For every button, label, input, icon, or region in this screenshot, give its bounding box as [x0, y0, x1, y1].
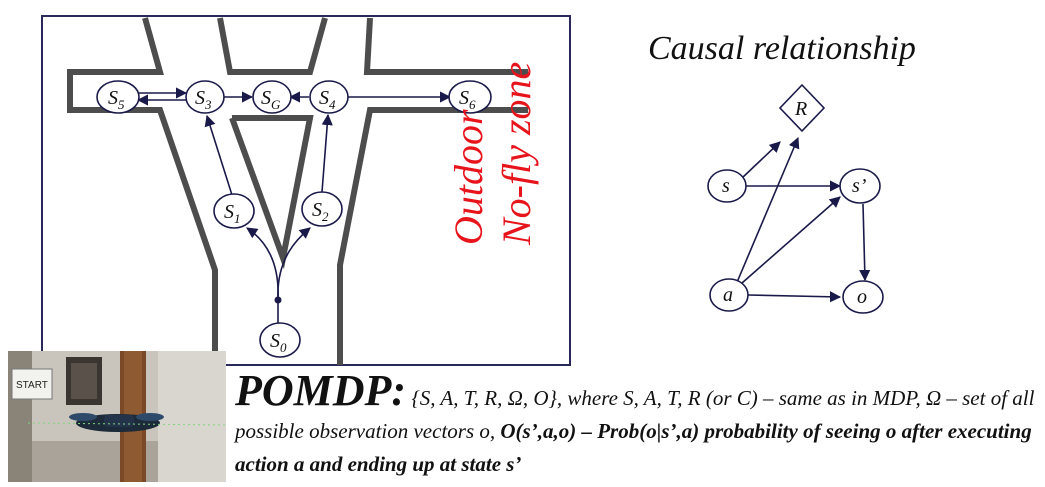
- no-fly-zone-label: Outdoor No-fly zone: [446, 62, 539, 246]
- svg-text:S5: S5: [108, 87, 125, 112]
- state-nodes: S5 S3 SG S4 S6 S1 S2 S0: [96, 80, 492, 358]
- pomdp-heading: POMDP:: [235, 366, 407, 415]
- start-sign: START: [16, 380, 48, 391]
- state-s0: S0: [259, 322, 301, 358]
- node-a: a: [709, 278, 749, 312]
- node-r: R: [778, 83, 826, 133]
- svg-text:a: a: [723, 284, 733, 306]
- svg-text:S6: S6: [459, 87, 476, 112]
- pomdp-description: , where S, A, T, R (or C) – same as in M…: [235, 386, 1035, 443]
- node-o: o: [842, 280, 884, 314]
- state-s3: S3: [185, 80, 225, 114]
- corridor-map: S5 S3 SG S4 S6 S1 S2 S0: [41, 15, 571, 366]
- state-s1: S1: [213, 193, 255, 229]
- pomdp-observation-function: O(s’,a,o) – Prob(o|s’,a) probability of …: [235, 419, 1032, 476]
- svg-text:R: R: [794, 98, 807, 120]
- map-frame: [41, 15, 571, 366]
- pomdp-definition: POMDP: {S, A, T, R, Ω, O}, where S, A, T…: [235, 369, 1035, 481]
- svg-text:o: o: [857, 286, 867, 308]
- zone-label-line1: Outdoor: [446, 109, 491, 245]
- state-s4: S4: [309, 80, 349, 114]
- node-s: s: [707, 169, 747, 203]
- s0-branch-point: [274, 296, 282, 304]
- state-s2: S2: [301, 191, 343, 227]
- svg-text:S2: S2: [312, 199, 329, 224]
- node-s-prime: s’: [839, 168, 881, 204]
- zone-label-line2: No-fly zone: [494, 62, 539, 246]
- svg-text:S3: S3: [195, 87, 212, 112]
- pomdp-tuple: {S, A, T, R, Ω, O}: [411, 386, 557, 410]
- state-s5: S5: [96, 80, 140, 114]
- causal-nodes: R s s’ a o: [707, 83, 884, 314]
- causal-title: Causal relationship: [648, 30, 916, 67]
- svg-text:SG: SG: [261, 87, 281, 112]
- svg-text:S4: S4: [319, 87, 336, 112]
- svg-text:S0: S0: [270, 330, 287, 355]
- transition-arrows: [136, 87, 452, 323]
- svg-text:s: s: [722, 175, 730, 197]
- svg-text:S1: S1: [224, 201, 241, 226]
- causal-edges: [734, 136, 871, 303]
- svg-text:s’: s’: [852, 175, 867, 197]
- state-s6: S6: [448, 80, 492, 114]
- corridor-walls: [67, 17, 528, 365]
- state-sg: SG: [252, 80, 292, 114]
- causal-diagram: R s s’ a o: [707, 83, 884, 314]
- drone-photo: START: [8, 351, 226, 482]
